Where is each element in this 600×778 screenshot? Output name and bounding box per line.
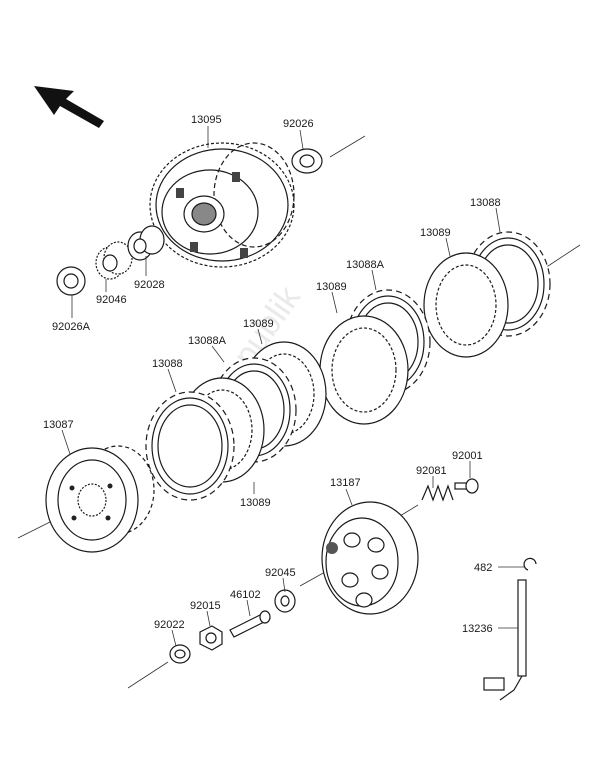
label-13088A-left: 13088A — [188, 335, 227, 347]
label-92046: 92046 — [96, 294, 127, 306]
pushrod-46102 — [229, 610, 271, 638]
label-92022: 92022 — [154, 619, 185, 631]
circlip-482 — [523, 557, 537, 571]
needle-bearing-92046 — [95, 241, 133, 280]
label-92026A: 92026A — [52, 321, 91, 333]
label-92045: 92045 — [265, 567, 296, 579]
clutch-housing — [149, 142, 295, 268]
spring-92081 — [421, 484, 454, 502]
pressure-plate-13187 — [321, 501, 419, 615]
label-13087: 13087 — [43, 419, 74, 431]
steel-plate-13089-top — [423, 252, 509, 358]
label-92026: 92026 — [283, 118, 314, 130]
axis-lines — [17, 135, 581, 689]
collar-92028 — [127, 225, 165, 261]
friction-plate-13088-left — [145, 391, 235, 501]
washer-92022 — [169, 644, 191, 664]
clutch-hub-13087 — [45, 445, 155, 553]
label-13088-top: 13088 — [470, 197, 501, 209]
washer-92026 — [291, 148, 323, 174]
label-13089-left: 13089 — [243, 318, 274, 330]
bolt-92001 — [454, 478, 479, 494]
steel-plate-13089-mid — [319, 315, 409, 425]
label-92081: 92081 — [416, 465, 447, 477]
label-92015: 92015 — [190, 600, 221, 612]
label-92001: 92001 — [452, 450, 483, 462]
label-13089-top: 13089 — [420, 227, 451, 239]
release-lever-13236 — [483, 579, 527, 701]
direction-arrow-icon — [34, 86, 104, 128]
label-92028: 92028 — [134, 279, 165, 291]
label-13187: 13187 — [330, 477, 361, 489]
label-13088-left: 13088 — [152, 358, 183, 370]
leader-lines — [61, 126, 524, 647]
label-13089-bottom: 13089 — [240, 497, 271, 509]
label-46102: 46102 — [230, 589, 261, 601]
label-13095: 13095 — [191, 114, 222, 126]
label-13088A-top: 13088A — [346, 259, 385, 271]
label-482: 482 — [474, 562, 492, 574]
bearing-92045 — [274, 589, 296, 613]
nut-92015 — [199, 625, 223, 651]
label-13236: 13236 — [462, 623, 493, 635]
washer-92026A — [56, 266, 86, 296]
label-13089-mid: 13089 — [316, 281, 347, 293]
